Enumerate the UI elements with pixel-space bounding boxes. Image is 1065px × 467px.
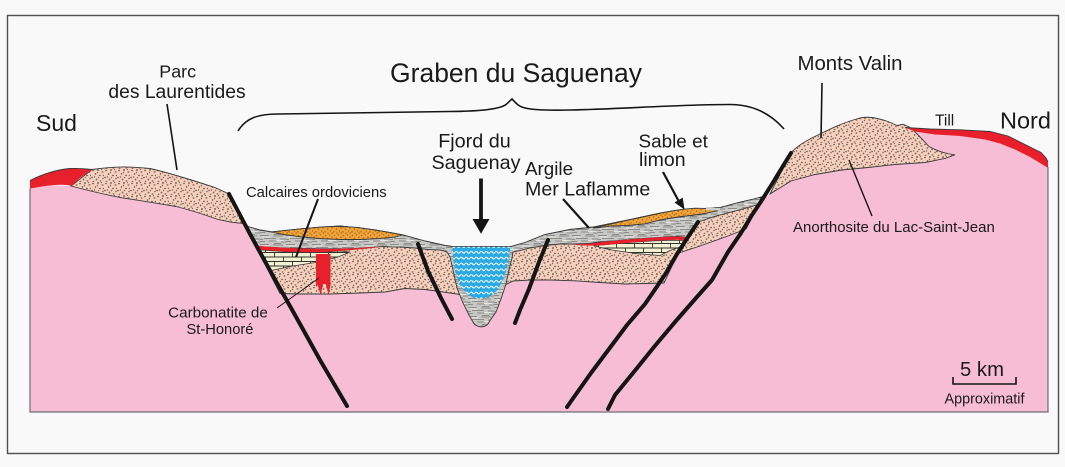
svg-text:Sable et: Sable et [639, 132, 709, 153]
svg-text:Nord: Nord [1000, 108, 1051, 134]
svg-text:5 km: 5 km [960, 359, 1004, 381]
svg-text:Parc: Parc [159, 62, 196, 82]
svg-text:Calcaires ordoviciens: Calcaires ordoviciens [246, 185, 387, 201]
svg-text:Till: Till [935, 113, 954, 130]
svg-text:Approximatif: Approximatif [945, 392, 1026, 408]
svg-text:St-Honoré: St-Honoré [187, 322, 254, 338]
svg-text:Anorthosite du Lac-Saint-Jean: Anorthosite du Lac-Saint-Jean [793, 219, 995, 236]
svg-text:Sud: Sud [36, 110, 77, 136]
svg-text:Graben du Saguenay: Graben du Saguenay [390, 58, 643, 88]
svg-text:Carbonatite de: Carbonatite de [168, 305, 268, 322]
svg-text:Argile: Argile [525, 158, 573, 179]
svg-text:Mer Laflamme: Mer Laflamme [525, 179, 650, 201]
svg-text:limon: limon [639, 149, 686, 171]
svg-text:Saguenay: Saguenay [431, 152, 520, 174]
svg-text:Fjord du: Fjord du [438, 131, 511, 153]
svg-text:Monts Valin: Monts Valin [797, 53, 902, 75]
svg-text:des Laurentides: des Laurentides [108, 82, 245, 103]
